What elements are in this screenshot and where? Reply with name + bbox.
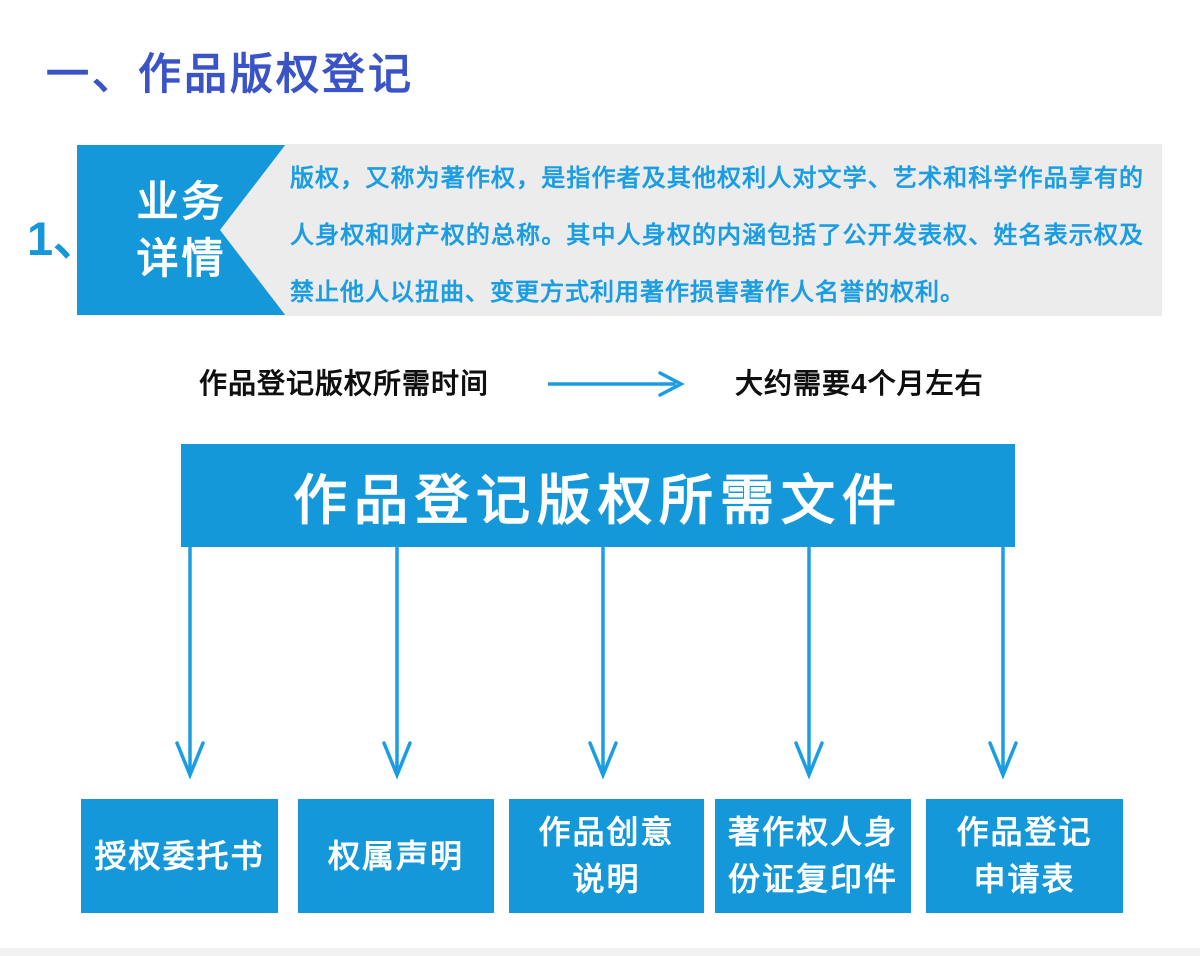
document-box-creative-description: 作品创意 说明 bbox=[509, 799, 704, 913]
document-box-label: 著作权人身 bbox=[727, 814, 898, 850]
document-box-label: 说明 bbox=[572, 861, 641, 897]
footer-strip bbox=[0, 948, 1200, 956]
business-details-tab-line2: 详情 bbox=[136, 235, 227, 282]
down-arrow-icon bbox=[988, 547, 1018, 779]
business-description-text: 版权，又称为著作权，是指作者及其他权利人对文学、艺术和科学作品享有的人身权和财产… bbox=[290, 165, 1144, 306]
timeline-label: 作品登记版权所需时间 bbox=[199, 368, 490, 399]
document-box-authorization-letter: 授权委托书 bbox=[81, 799, 278, 913]
document-box-label: 申请表 bbox=[973, 861, 1076, 897]
left-pointer-wedge bbox=[220, 144, 286, 316]
right-arrow-icon bbox=[548, 371, 685, 397]
document-box-label: 作品登记 bbox=[956, 814, 1093, 850]
document-box-application-form: 作品登记 申请表 bbox=[926, 799, 1123, 913]
document-box-label: 份证复印件 bbox=[727, 861, 898, 897]
document-box-label: 权属声明 bbox=[327, 837, 464, 874]
document-box-id-copy: 著作权人身 份证复印件 bbox=[715, 799, 911, 913]
timeline-value: 大约需要4个月左右 bbox=[735, 368, 984, 399]
down-arrow-icon bbox=[588, 547, 618, 779]
page-title: 一、作品版权登记 bbox=[46, 51, 414, 99]
business-details-tab-line1: 业务 bbox=[136, 178, 227, 225]
required-documents-banner: 作品登记版权所需文件 bbox=[181, 444, 1015, 547]
required-documents-banner-text: 作品登记版权所需文件 bbox=[293, 471, 903, 531]
down-arrow-icon bbox=[794, 547, 824, 779]
document-box-label: 作品创意 bbox=[538, 814, 675, 850]
down-arrow-icon bbox=[382, 547, 412, 779]
document-box-label: 授权委托书 bbox=[94, 837, 265, 874]
document-box-ownership-statement: 权属声明 bbox=[298, 799, 494, 913]
down-arrow-icon bbox=[175, 547, 205, 779]
business-description-panel: 版权，又称为著作权，是指作者及其他权利人对文学、艺术和科学作品享有的人身权和财产… bbox=[220, 144, 1162, 316]
